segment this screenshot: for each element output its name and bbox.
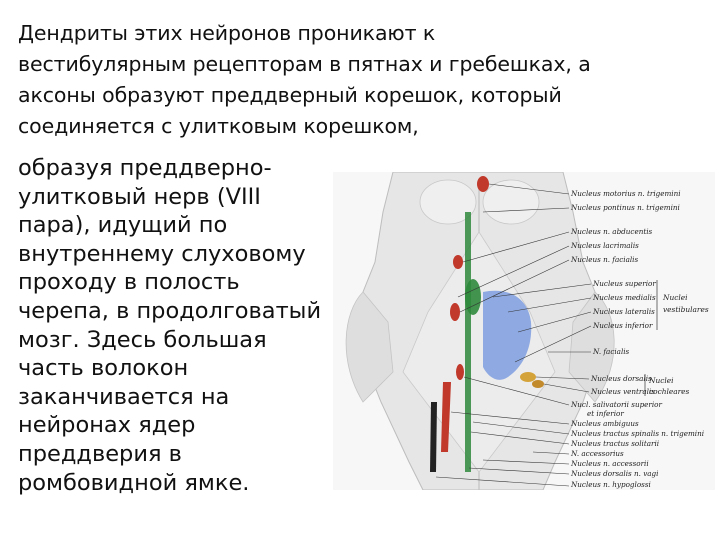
pointer-line <box>463 376 570 406</box>
label-n-accessorius: N. accessorius <box>570 449 624 458</box>
continuation-line: внутреннему слуховому <box>18 240 306 267</box>
red-nucleus-salivatory <box>456 364 464 380</box>
right-peduncle <box>568 291 615 403</box>
pointer-line <box>462 231 570 263</box>
label-nucleus-lacrimalis: Nucleus lacrimalis <box>570 241 639 250</box>
label-nucleus-hypoglossi: Nucleus n. hypoglossi <box>570 480 651 489</box>
label-nucleus-ventralis: Nucleus ventralis <box>590 387 655 396</box>
pointer-line <box>470 431 570 445</box>
intro-line: соединяется с улитковым корешком, <box>18 114 419 138</box>
cochlear-nucleus-dorsal <box>520 372 536 382</box>
continuation-line: пара), идущий по <box>18 212 228 239</box>
continuation-line: ромбовидной ямке. <box>18 469 250 496</box>
green-nucleus <box>465 279 481 315</box>
label-nucleus-pontinus-trigemini: Nucleus pontinus n. trigemini <box>570 203 680 212</box>
continuation-line: образуя преддверно- <box>18 155 272 181</box>
label-nucleus-inferior: Nucleus inferior <box>592 321 653 330</box>
label-nucleus-medialis: Nucleus medialis <box>592 293 656 302</box>
pointer-line <box>482 207 570 213</box>
continuation-line: часть волокон <box>18 355 189 382</box>
group-label-nuclei: Nuclei <box>648 376 673 385</box>
group-label-nuclei: Nuclei <box>662 293 687 302</box>
continuation-line: мозг. Здесь большая <box>18 326 267 353</box>
label-nucleus-dorsalis-vagi: Nucleus dorsalis n. vagi <box>570 469 658 478</box>
label-nucleus-superior: Nucleus superior <box>592 279 656 288</box>
group-label-cochleares: cochleares <box>649 387 690 396</box>
pointer-line <box>514 325 592 363</box>
label-nucl-salivatorii: Nucl. salivatorii superior <box>570 400 662 409</box>
continuation-line: проходу в полость <box>18 269 240 296</box>
pointer-line <box>517 311 592 333</box>
intro-line: аксоны образуют преддверный корешок, кот… <box>18 83 562 107</box>
continuation-line: заканчивается на <box>18 383 230 410</box>
continuation-line: преддверия в <box>18 440 182 467</box>
pointer-line <box>459 259 570 313</box>
brainstem-figure: Nucleus motorius n. trigemini Nucleus po… <box>333 172 715 490</box>
pointer-line <box>472 421 570 435</box>
pointer-line <box>507 297 592 313</box>
red-nucleus-abducens <box>453 255 463 269</box>
pointer-line <box>543 383 590 393</box>
pointer-line <box>532 451 570 455</box>
continuation-line: черепа, в продолговатый <box>18 297 322 324</box>
pointer-line <box>450 411 570 425</box>
label-nucleus-motorius-trigemini: Nucleus motorius n. trigemini <box>570 189 681 198</box>
pointer-line <box>457 245 570 298</box>
rhomboid-fossa <box>402 231 556 473</box>
label-nucleus-lateralis: Nucleus lateralis <box>592 307 655 316</box>
label-et-inferior: et inferior <box>587 409 624 418</box>
hypoglossal-nucleus <box>430 402 437 472</box>
pointer-lines <box>435 183 592 487</box>
cochlear-nucleus-ventral <box>532 380 544 388</box>
left-peduncle <box>345 291 394 403</box>
pointer-line <box>488 183 570 195</box>
label-nucleus-facialis: Nucleus n. facialis <box>570 255 638 264</box>
pointer-line <box>435 476 570 487</box>
intro-line: Дендриты этих нейронов проникают к <box>18 21 436 45</box>
label-nucleus-tractus-solitarii: Nucleus tractus solitarii <box>570 439 659 448</box>
vestibular-nuclei-region <box>483 290 532 380</box>
red-nucleus-ambiguus <box>441 382 451 452</box>
label-nucleus-dorsalis: Nucleus dorsalis <box>590 374 652 383</box>
label-n-facialis: N. facialis <box>592 347 630 356</box>
pointer-line <box>492 283 592 298</box>
continuation-line: улитковый нерв (VIII <box>18 183 261 210</box>
continuation-line: нейронах ядер <box>18 412 196 439</box>
red-nucleus-facial <box>450 303 460 321</box>
brainstem-illustration: Nucleus motorius n. trigemini Nucleus po… <box>333 172 715 490</box>
left-colliculus <box>419 179 477 225</box>
group-label-vestibulares: vestibulares <box>663 305 709 314</box>
green-nucleus-column <box>465 212 471 472</box>
label-nucleus-tractus-spinalis: Nucleus tractus spinalis n. trigemini <box>570 429 704 438</box>
label-nucleus-n-accessorii: Nucleus n. accessorii <box>570 459 649 468</box>
label-nucleus-abducentis: Nucleus n. abducentis <box>570 227 653 236</box>
intro-line: вестибулярным рецепторам в пятнах и греб… <box>18 52 591 76</box>
pointer-line <box>468 467 570 475</box>
right-colliculus <box>482 179 540 225</box>
pointer-line <box>482 459 570 465</box>
pointer-line <box>535 376 590 380</box>
intro-paragraph: Дендриты этих нейронов проникают к вести… <box>18 18 708 142</box>
continuation-paragraph: образуя преддверно- улитковый нерв (VIII… <box>18 154 348 497</box>
label-nucleus-ambiguus: Nucleus ambiguus <box>570 419 639 428</box>
red-nucleus-trigeminal <box>477 176 489 192</box>
